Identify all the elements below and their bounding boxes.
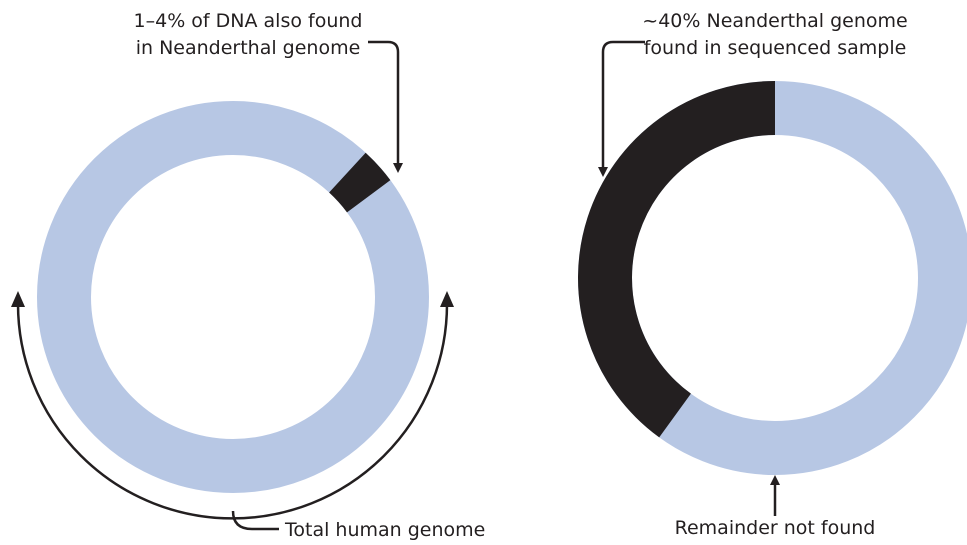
right-donut-highlight-segment — [578, 81, 776, 438]
left-callout-line2: in Neanderthal genome — [136, 37, 361, 59]
left-donut-ring — [37, 101, 429, 493]
left-total-arc — [16, 303, 449, 520]
left-donut — [37, 101, 429, 493]
right-callout-line2: found in sequenced sample — [644, 37, 907, 59]
left-bottom-label: Total human genome — [284, 519, 485, 541]
left-donut-highlight-segment — [328, 152, 391, 213]
right-callout-line1: ~40% Neanderthal genome — [642, 10, 907, 32]
left-callout-line1: 1–4% of DNA also found — [134, 10, 363, 32]
left-bottom-connector — [231, 510, 279, 531]
left-arc-arrow-right-icon — [440, 291, 454, 307]
right-donut — [578, 81, 967, 475]
left-arc-arrow-left-icon — [11, 291, 25, 307]
left-callout-arrow — [368, 40, 403, 173]
right-bottom-label: Remainder not found — [675, 517, 876, 539]
right-callout-arrow — [598, 40, 645, 177]
